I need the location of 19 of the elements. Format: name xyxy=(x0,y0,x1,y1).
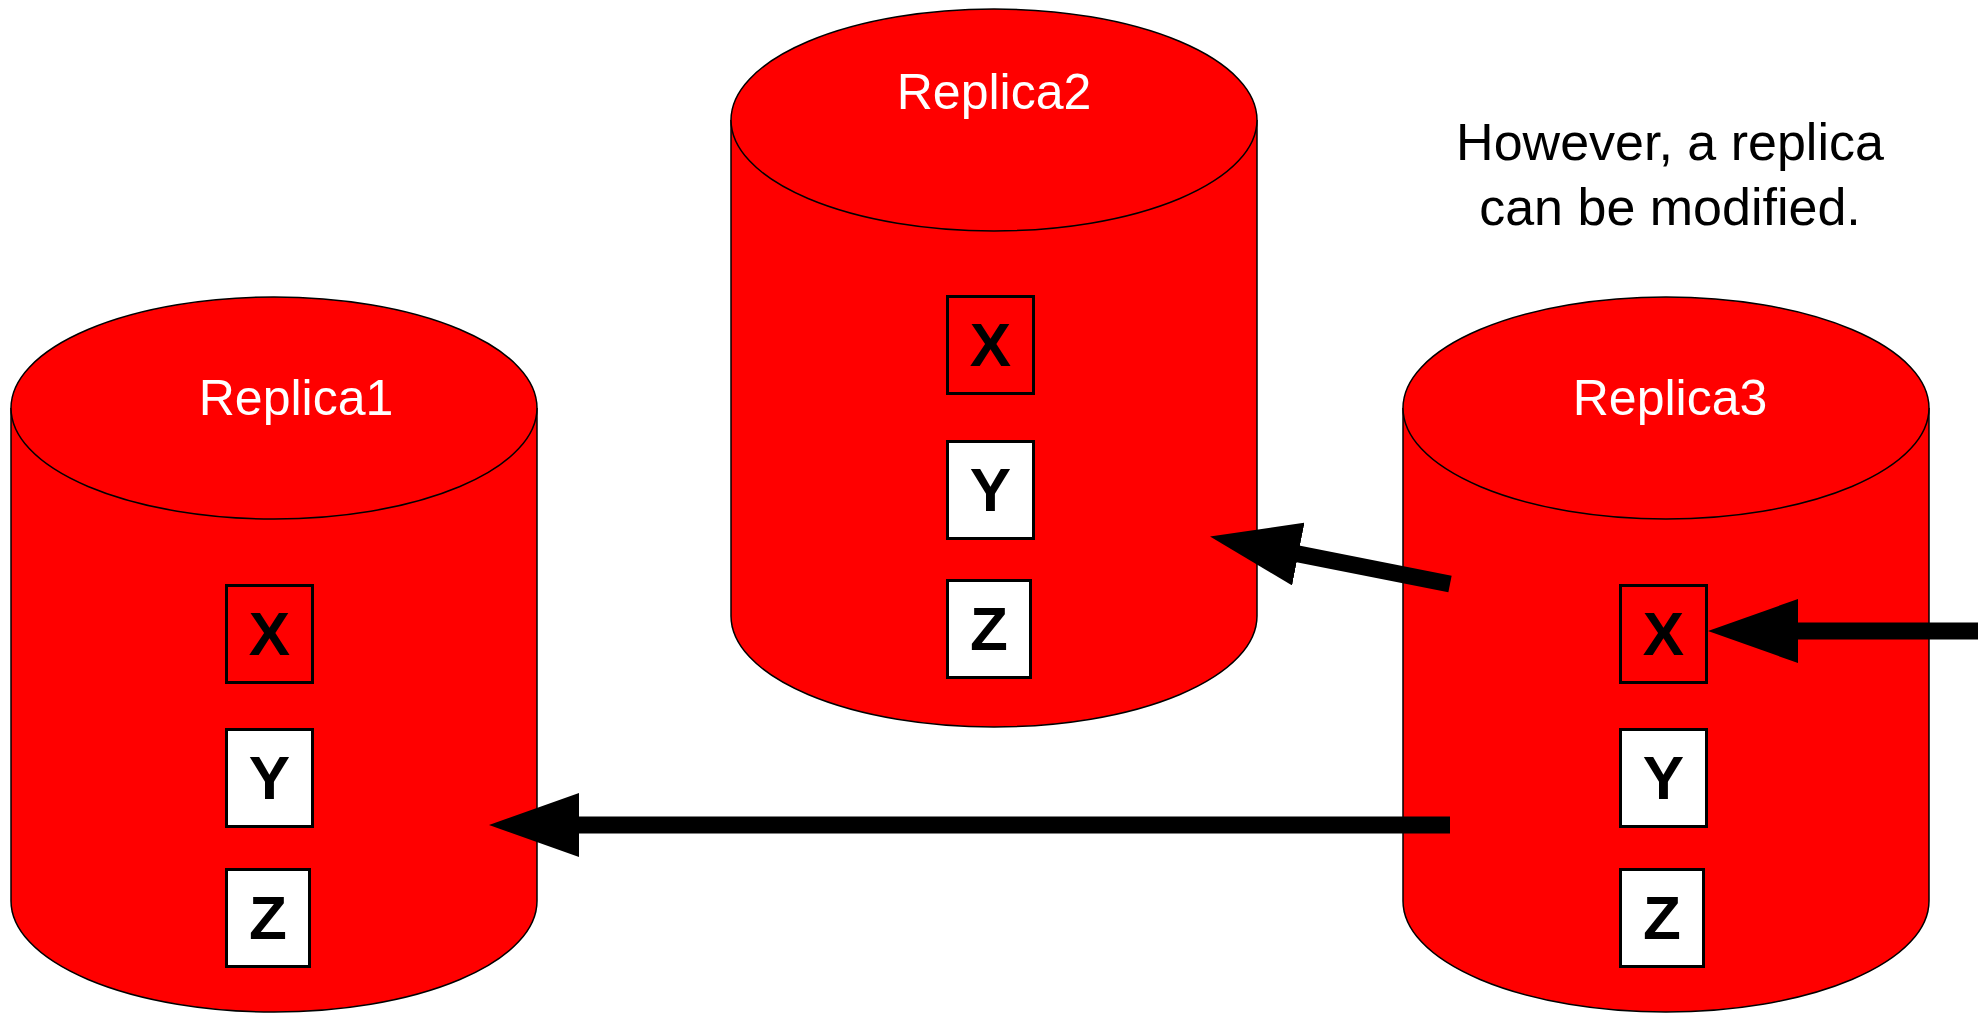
arrow xyxy=(1708,599,1978,663)
record-box: X xyxy=(225,584,314,684)
database-cylinder xyxy=(1402,296,1930,1013)
cylinder-label: Replica1 xyxy=(198,373,394,423)
record-box: X xyxy=(946,295,1035,395)
cylinder-label: Replica3 xyxy=(1572,373,1768,423)
cylinder-label: Replica2 xyxy=(896,67,1092,117)
record-box: Z xyxy=(946,579,1032,679)
record-box: Z xyxy=(225,868,311,968)
database-cylinder xyxy=(730,8,1258,728)
record-box: X xyxy=(1619,584,1708,684)
arrow xyxy=(1210,522,1452,593)
record-box: Z xyxy=(1619,868,1705,968)
record-box: Y xyxy=(1619,728,1708,828)
record-box: Y xyxy=(946,440,1035,540)
arrow xyxy=(489,793,1450,857)
note-text: However, a replica can be modified. xyxy=(1455,112,1885,238)
record-box: Y xyxy=(225,728,314,828)
database-cylinder xyxy=(10,296,538,1013)
